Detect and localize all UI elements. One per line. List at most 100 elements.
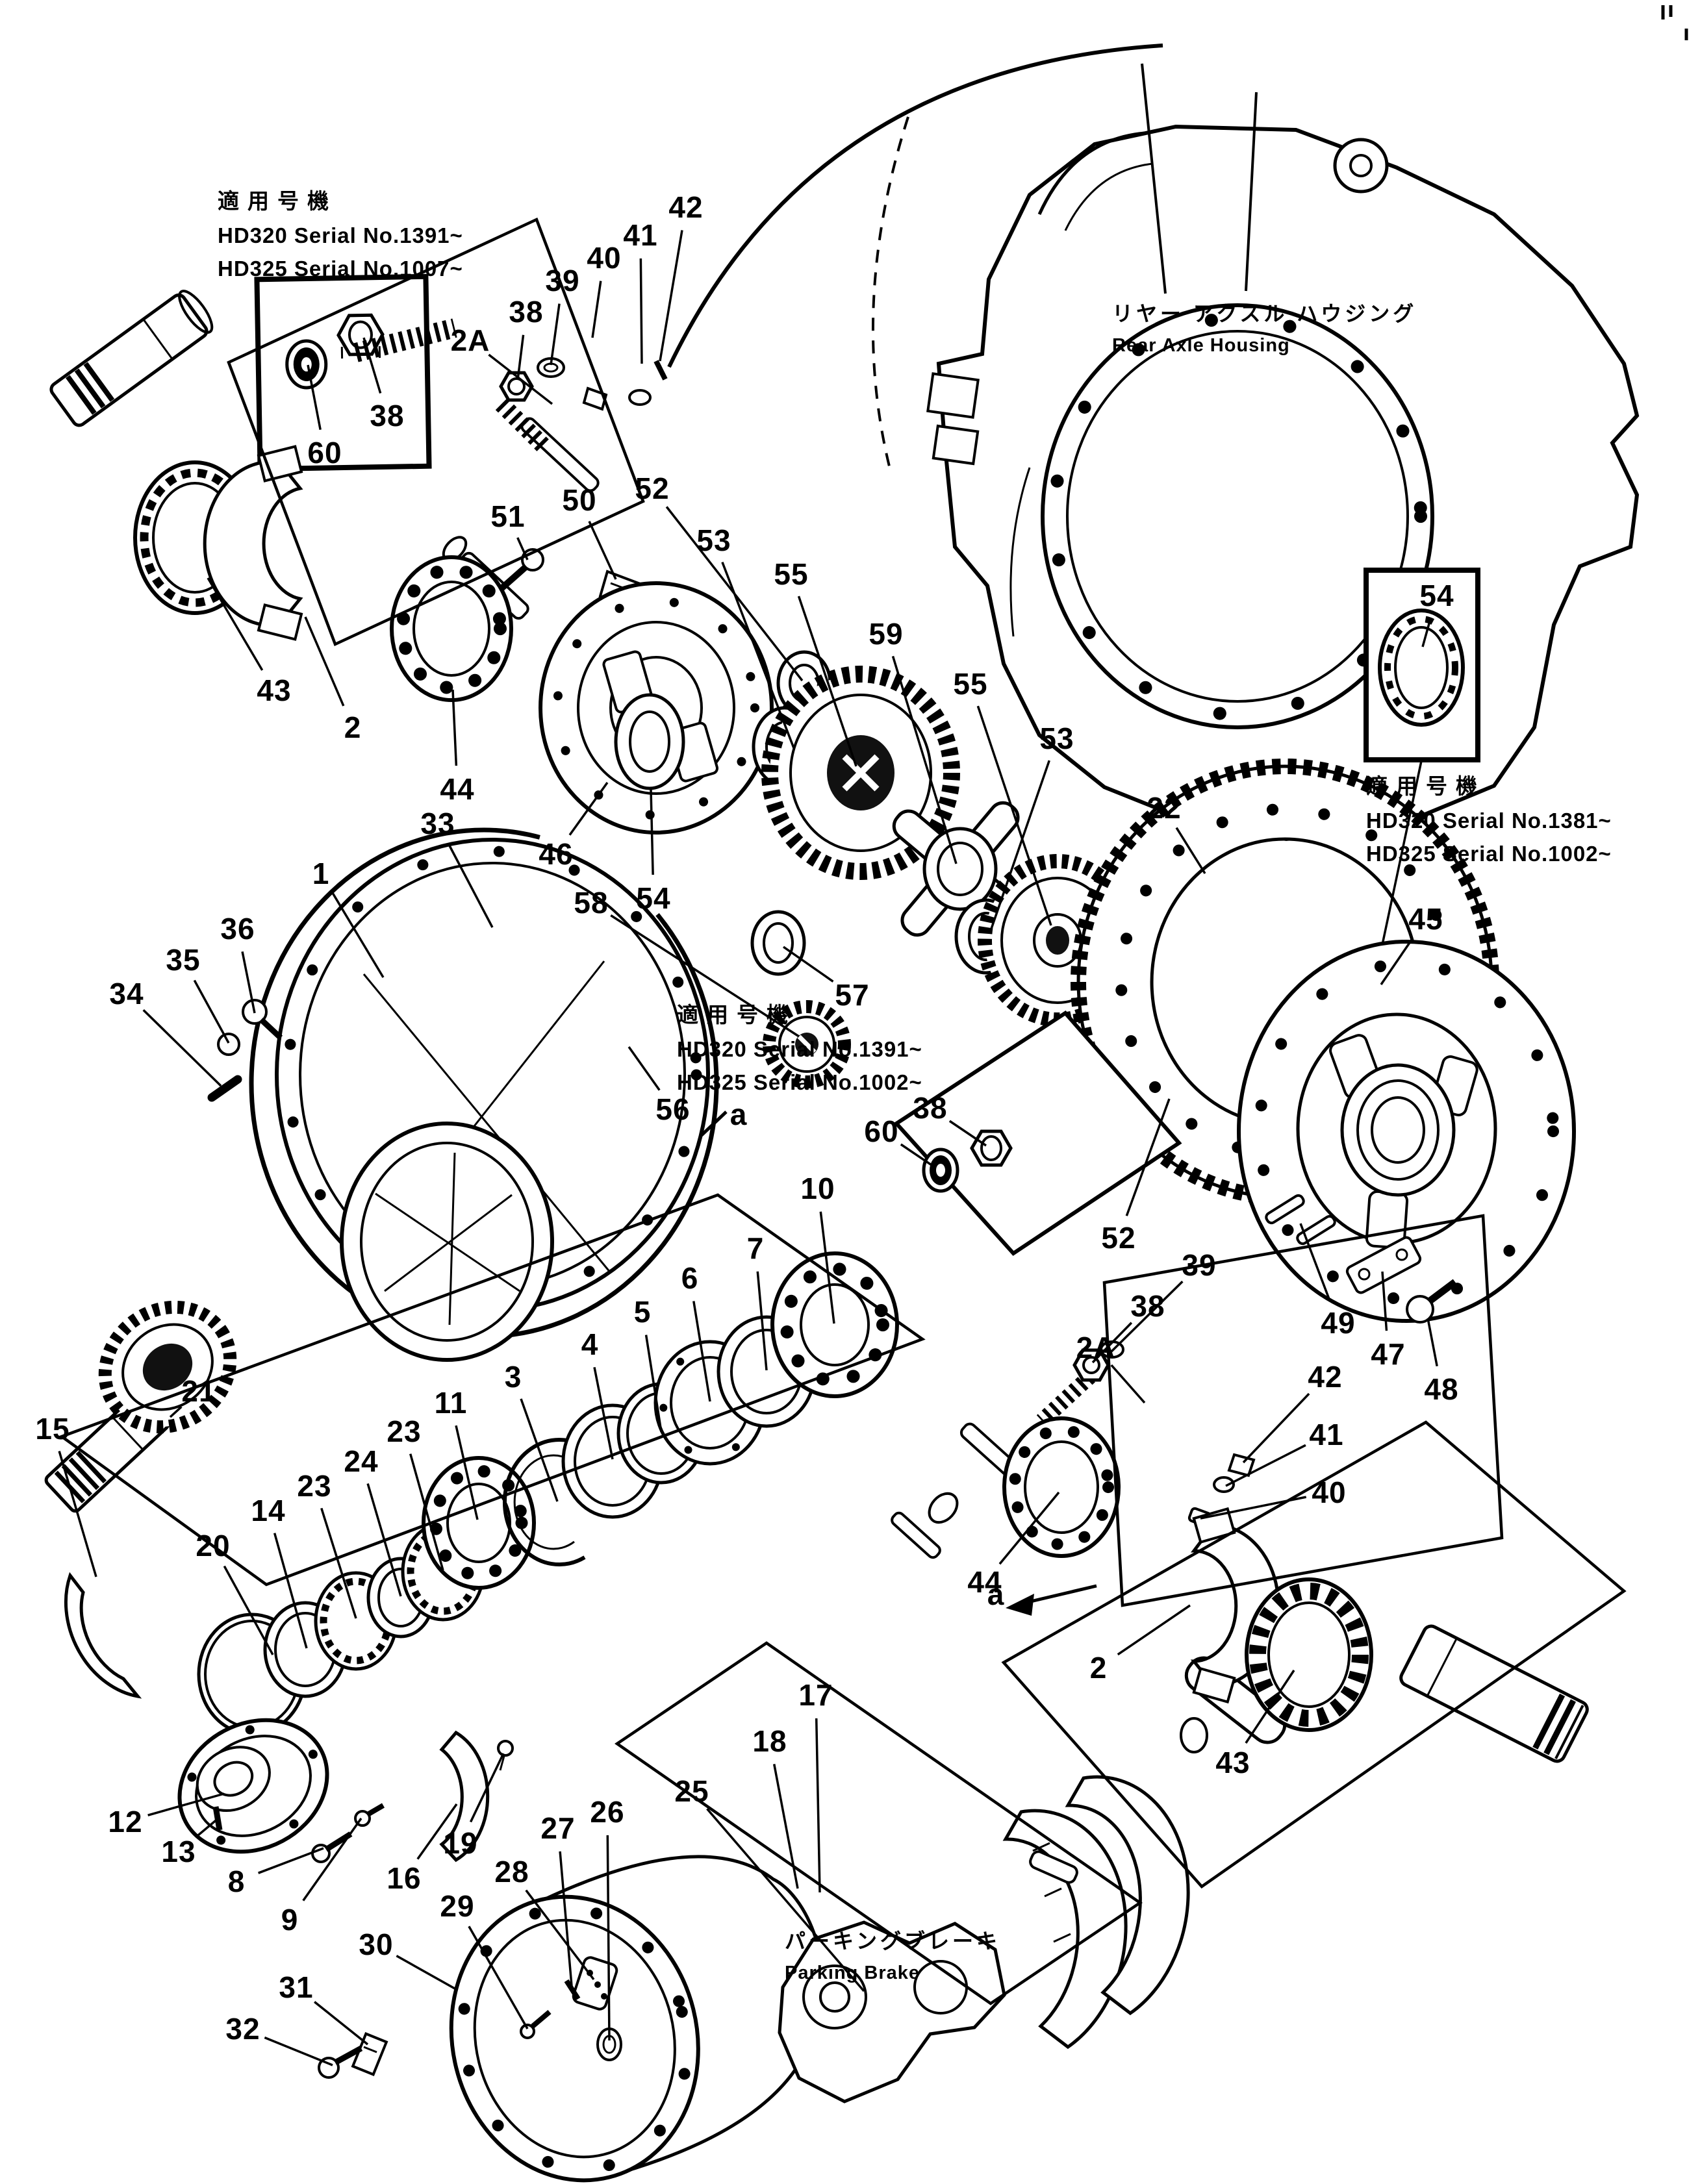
plate-28 bbox=[572, 1956, 618, 2011]
nut-38-mid bbox=[970, 1129, 1013, 1167]
part-label-41: 41 bbox=[1309, 1418, 1344, 1451]
part-label-18: 18 bbox=[752, 1724, 787, 1758]
part-label-20: 20 bbox=[196, 1529, 231, 1563]
leader-line-13 bbox=[196, 1817, 220, 1838]
cover-half-16 bbox=[439, 1730, 490, 1863]
leader-line-8 bbox=[258, 1847, 324, 1874]
roller-cage-43-right bbox=[1245, 1577, 1373, 1732]
note-right-line2: HD325 Serial No.1002~ bbox=[1366, 842, 1612, 866]
leader-line-18 bbox=[772, 1764, 799, 1889]
bevel-pinion-21 bbox=[44, 1300, 237, 1513]
leader-line-40 bbox=[591, 281, 602, 338]
part-label-47: 47 bbox=[1371, 1337, 1406, 1371]
note-middle: 適用号機 HD320 Serial No.1391~ HD325 Serial … bbox=[677, 998, 922, 1095]
housing-label-jp: リヤー アクスル ハウジング bbox=[1112, 302, 1417, 325]
part-label-9: 9 bbox=[281, 1903, 299, 1937]
part-label-60: 60 bbox=[864, 1114, 899, 1148]
washer-35 bbox=[217, 1033, 240, 1056]
part-label-52: 52 bbox=[635, 471, 670, 505]
part-label-43: 43 bbox=[1215, 1746, 1250, 1779]
part-label-40: 40 bbox=[1312, 1475, 1347, 1509]
note-top-left: 適用号機 HD320 Serial No.1391~ HD325 Serial … bbox=[218, 184, 463, 281]
part-label-6: 6 bbox=[681, 1261, 699, 1295]
part-label-30: 30 bbox=[359, 1927, 394, 1961]
leader-line-43 bbox=[207, 577, 264, 671]
bolt-48 bbox=[1406, 1279, 1458, 1324]
leader-line-32 bbox=[264, 2036, 333, 2066]
note-middle-line1: HD320 Serial No.1391~ bbox=[677, 1037, 922, 1061]
leader-line-39 bbox=[1110, 1281, 1184, 1353]
leader-line-24 bbox=[366, 1483, 402, 1597]
part-label-22: 22 bbox=[1147, 791, 1182, 825]
part-label-59: 59 bbox=[869, 617, 904, 651]
housing-bracket bbox=[926, 372, 980, 419]
clip-40 bbox=[582, 386, 608, 411]
thrust-washer-54-mid bbox=[614, 693, 685, 790]
leader-line-6 bbox=[692, 1301, 711, 1402]
leader-line-33 bbox=[448, 844, 494, 928]
leader-line-31 bbox=[314, 2001, 369, 2046]
part-label-38: 38 bbox=[509, 295, 544, 329]
leader-line-60 bbox=[307, 364, 322, 430]
note-top-left-heading: 適用号機 bbox=[218, 189, 337, 213]
leader-line-45 bbox=[1380, 937, 1414, 985]
leader-line-34 bbox=[142, 1009, 222, 1087]
pin-27 bbox=[564, 1979, 581, 2001]
part-label-53: 53 bbox=[696, 523, 731, 557]
leader-line-51 bbox=[516, 537, 529, 560]
leader-line-57 bbox=[782, 946, 834, 983]
leader-line-7 bbox=[756, 1271, 768, 1371]
leader-line-59 bbox=[891, 655, 958, 864]
part-label-12: 12 bbox=[108, 1805, 143, 1839]
pin-42 bbox=[653, 360, 668, 381]
part-label-2: 2 bbox=[344, 710, 362, 744]
leader-line-54 bbox=[1421, 618, 1432, 647]
part-label-55: 55 bbox=[953, 667, 988, 701]
part-label-21: 21 bbox=[181, 1374, 216, 1408]
part-label-17: 17 bbox=[798, 1678, 833, 1712]
part-label-3: 3 bbox=[504, 1360, 522, 1394]
leader-line-42 bbox=[1242, 1392, 1310, 1464]
part-label-14: 14 bbox=[251, 1494, 286, 1527]
leader-line-60 bbox=[900, 1143, 936, 1169]
axle-tube-stub bbox=[1037, 131, 1145, 216]
bearing-44-left bbox=[390, 555, 513, 702]
pinion-gear-58 bbox=[763, 1000, 851, 1088]
leader-line-48 bbox=[1427, 1318, 1438, 1366]
part-label-34: 34 bbox=[109, 977, 144, 1010]
leader-line-22 bbox=[1175, 827, 1206, 874]
leader-line-38 bbox=[516, 334, 525, 381]
leader-line-30 bbox=[396, 1955, 455, 1990]
ball-19 bbox=[497, 1740, 514, 1771]
part-label-1: 1 bbox=[312, 857, 330, 890]
bearing-clamp-2-left bbox=[203, 445, 303, 641]
part-label-2A: 2A bbox=[1076, 1331, 1116, 1364]
leader-line-38 bbox=[362, 337, 382, 394]
part-label-36: 36 bbox=[220, 912, 255, 946]
part-label-19: 19 bbox=[443, 1826, 478, 1860]
housing-sweep-arc bbox=[667, 44, 1163, 475]
leader-line-17 bbox=[815, 1718, 821, 1893]
part-label-32: 32 bbox=[225, 2012, 260, 2046]
leader-line-12 bbox=[147, 1792, 225, 1816]
nut-38-right bbox=[1072, 1348, 1110, 1382]
housing-label-en: Rear Axle Housing bbox=[1112, 335, 1290, 356]
part-label-57: 57 bbox=[835, 978, 870, 1012]
part-label-53: 53 bbox=[1039, 722, 1074, 755]
part-label-8: 8 bbox=[227, 1864, 246, 1898]
strap-plate-47 bbox=[1345, 1236, 1422, 1294]
part-label-38: 38 bbox=[913, 1091, 948, 1125]
axle-shaft-stub-right bbox=[1399, 1624, 1589, 1763]
leader-line-52 bbox=[1125, 1098, 1171, 1216]
leader-line-2A bbox=[1110, 1364, 1146, 1404]
leader-line-28 bbox=[525, 1889, 595, 1981]
part-label-25: 25 bbox=[674, 1774, 709, 1808]
note-top-left-line2: HD325 Serial No.1007~ bbox=[218, 257, 463, 281]
carrier-bolts bbox=[207, 999, 283, 1102]
leader-line-25 bbox=[706, 1808, 865, 1992]
leader-line-3 bbox=[520, 1398, 559, 1502]
leader-line-55 bbox=[976, 705, 1052, 926]
leader-line-26 bbox=[606, 1835, 611, 2041]
serial-box-mid bbox=[893, 1010, 1182, 1256]
